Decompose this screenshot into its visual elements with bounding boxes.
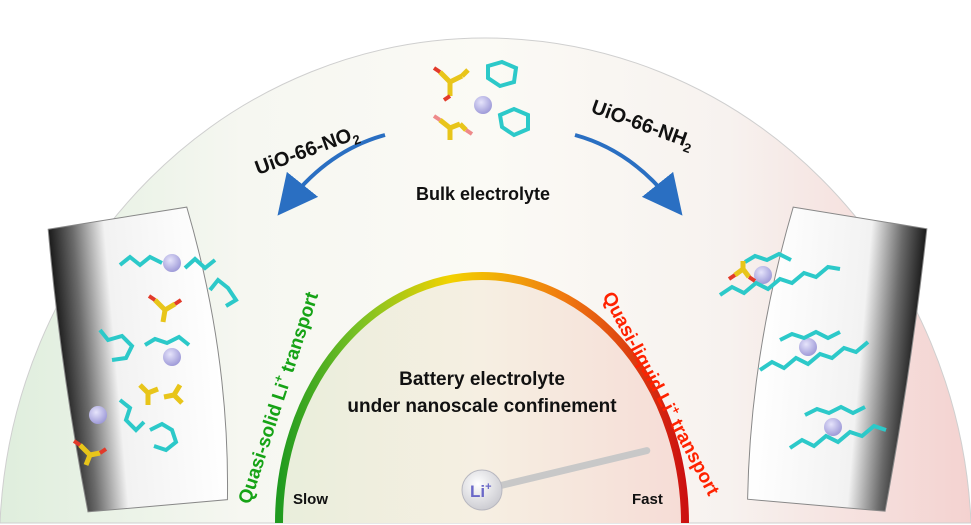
- solvent-chain: [788, 423, 887, 450]
- anion-molecule: [733, 261, 751, 279]
- solvent-chain: [758, 340, 870, 372]
- anion-molecule: [438, 118, 468, 140]
- solvent-chain: [804, 404, 866, 417]
- fast-label: Fast: [632, 491, 663, 508]
- gauge-needle: [478, 447, 651, 494]
- inner-semicircle: [279, 276, 685, 523]
- left-pore-molecules: [72, 254, 239, 466]
- anion-molecule: [147, 294, 183, 306]
- li-ion-sphere: [754, 266, 772, 284]
- anion-molecule: [138, 383, 159, 405]
- right-pore-molecules: [718, 251, 887, 450]
- li-ion-sphere: [474, 96, 492, 114]
- center-title-line-1: Battery electrolyte: [399, 369, 565, 390]
- solvent-chain: [718, 264, 841, 297]
- gauge-arc: [275, 272, 689, 524]
- anion-molecule: [432, 66, 452, 102]
- anion-molecule: [727, 273, 757, 283]
- solvent-molecule: [118, 254, 163, 268]
- solvent-molecule: [118, 398, 146, 433]
- center-title-line-2: under nanoscale confinement: [347, 396, 617, 417]
- li-ion-sphere: [89, 406, 107, 424]
- li-ion-sphere: [163, 254, 181, 272]
- anion-molecule: [163, 383, 184, 405]
- slow-label: Slow: [293, 491, 328, 508]
- solvent-molecule: [98, 328, 135, 362]
- anion-molecule: [72, 439, 108, 455]
- li-ion-sphere: [824, 418, 842, 436]
- li-ion-hub-label: Li+: [470, 481, 492, 501]
- anion-molecule: [78, 443, 101, 466]
- li-ion-sphere: [799, 338, 817, 356]
- bulk-electrolyte-cluster: [432, 59, 530, 140]
- li-ion-sphere: [163, 348, 181, 366]
- solvent-molecule: [149, 421, 179, 453]
- solvent-molecule: [143, 334, 191, 347]
- li-ion-hub: [461, 469, 503, 511]
- solvent-molecule: [497, 106, 530, 138]
- left-pore: [47, 206, 229, 513]
- anion-molecule: [432, 114, 474, 136]
- solvent-molecule: [208, 277, 239, 308]
- anion-molecule: [438, 68, 470, 96]
- solvent-molecule: [183, 256, 217, 271]
- solvent-chain: [743, 251, 792, 264]
- solvent-chain: [779, 329, 841, 342]
- bulk-electrolyte-label: Bulk electrolyte: [416, 184, 550, 204]
- anion-molecule: [153, 298, 177, 323]
- solvent-molecule: [486, 59, 519, 89]
- arrow-to-left-pore: [277, 133, 386, 216]
- arrow-to-right-pore: [574, 133, 683, 216]
